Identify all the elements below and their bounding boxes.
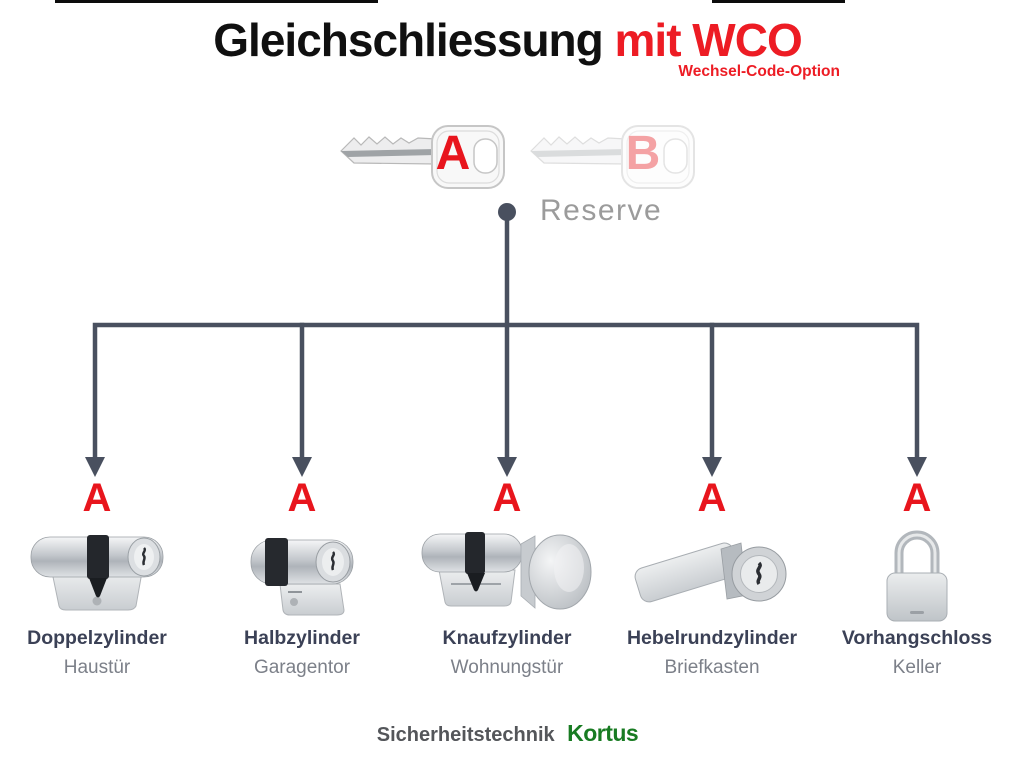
knaufzylinder-icon <box>421 532 592 610</box>
lock-column-doppelzylinder: A <box>2 476 192 679</box>
lock-location: Wohnungstür <box>450 657 564 678</box>
footer-brand-prefix: Sicherheitstechnik <box>376 724 555 746</box>
tree-branch-line <box>92 322 920 463</box>
branch-key-label: A <box>697 476 727 520</box>
key-a: A <box>338 124 508 194</box>
arrow-down-icon <box>907 457 927 477</box>
lock-column-hebelrundzylinder: A Hebelrundzylinder Briefkasten <box>617 476 807 679</box>
lock-image-box <box>633 520 791 624</box>
lock-column-vorhangschloss: A Vorhangschloss Keller <box>822 476 1012 679</box>
lock-image-box <box>885 520 949 624</box>
branch-key-label: A <box>82 476 112 520</box>
lock-image-box <box>250 520 354 624</box>
arrowhead-icons <box>85 457 927 477</box>
key-a-icon <box>340 125 505 189</box>
lock-column-knaufzylinder: A Knaufzylinder Wohnungstür <box>412 476 602 679</box>
key-b-label: B <box>625 127 661 180</box>
lock-location: Keller <box>892 657 942 678</box>
hebelrundzylinder-icon <box>634 542 787 603</box>
arrow-down-icon <box>702 457 722 477</box>
lock-name: Vorhangschloss <box>841 627 993 649</box>
lock-name: Doppelzylinder <box>27 627 167 649</box>
lock-name: Hebelrundzylinder <box>626 627 798 649</box>
arrow-down-icon <box>85 457 105 477</box>
lock-location: Briefkasten <box>664 657 760 678</box>
footer-brand-name: Kortus <box>567 720 639 746</box>
halbzylinder-icon <box>250 538 354 616</box>
branch-key-label: A <box>902 476 932 520</box>
page-title: Gleichschliessung mit WCO <box>0 13 1015 67</box>
lock-location: Garagentor <box>253 657 351 678</box>
arrow-down-icon <box>292 457 312 477</box>
lock-name: Halbzylinder <box>244 627 360 649</box>
arrow-down-icon <box>497 457 517 477</box>
reserve-caption: Reserve <box>540 194 663 227</box>
lock-location: Haustür <box>63 657 131 678</box>
branch-key-label: A <box>492 476 522 520</box>
top-border-left <box>55 0 378 3</box>
lock-name: Knaufzylinder <box>442 627 572 649</box>
key-b-reserve: B <box>528 124 698 194</box>
page-title-highlight: mit WCO <box>614 14 803 66</box>
key-b-icon <box>530 125 695 189</box>
lock-column-halbzylinder: A Halbzylinder Garagentor <box>207 476 397 679</box>
tree-root-dot <box>498 203 516 221</box>
page-title-main: Gleichschliessung <box>213 14 603 66</box>
vorhangschloss-icon <box>886 530 948 622</box>
footer-brand: Sicherheitstechnik Kortus <box>0 720 1015 747</box>
lock-image-box <box>421 520 593 624</box>
lock-image-box <box>30 520 164 624</box>
connector-tree <box>85 203 927 477</box>
doppelzylinder-icon <box>30 535 164 611</box>
page-subtitle: Wechsel-Code-Option <box>678 63 840 80</box>
branch-key-label: A <box>287 476 317 520</box>
key-a-label: A <box>435 127 471 180</box>
top-border-right <box>712 0 845 3</box>
